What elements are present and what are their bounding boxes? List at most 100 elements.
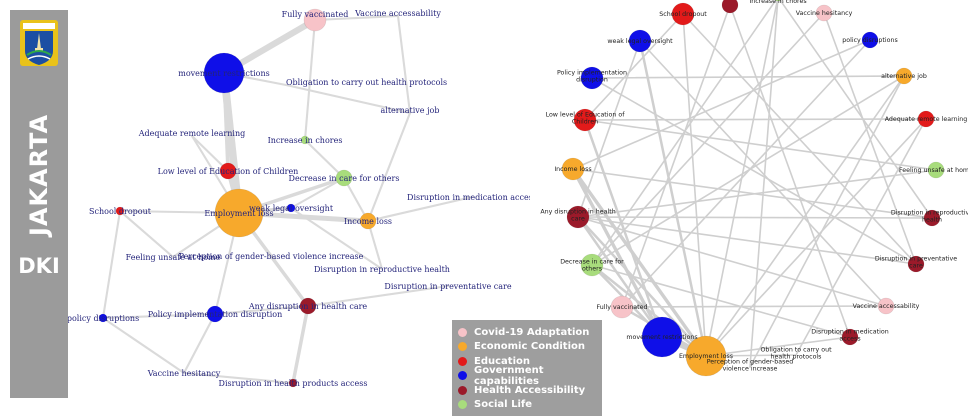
- legend-swatch-economic: [458, 342, 467, 352]
- edge-chores-gbv: [749, 0, 779, 368]
- edge-weak_oversight-disrupt_repro: [289, 206, 384, 271]
- node-label-vacc-access: Vaccine accessability: [354, 9, 441, 18]
- edge-decrease_care-weak_oversight: [289, 176, 346, 210]
- edge-income-disrupt_repro: [366, 219, 384, 271]
- jakarta-coat-of-arms-icon: [20, 20, 58, 66]
- legend-item-health: Health Accessibility: [452, 383, 602, 398]
- node-label-chores: Increase in chores: [749, 0, 806, 5]
- edge-vacc_access-alt_job: [396, 14, 412, 115]
- node-label-disrupt-prev: Disruption in preventative care: [384, 282, 511, 291]
- node-policy-impl: [580, 66, 604, 90]
- edge-policy_impl-disrupt_prev: [591, 77, 917, 265]
- legend-label: Education: [474, 355, 530, 367]
- node-low-edu: [219, 162, 237, 180]
- edge-chores-disrupt_repro: [779, 0, 933, 219]
- edge-low_edu-unsafe: [584, 119, 937, 171]
- node-chores: [300, 135, 310, 145]
- node-label-weak-oversight: weak legal oversight: [249, 204, 334, 213]
- edge-policy_disr-dropout: [101, 209, 122, 320]
- city-banner: JAKARTA DKI: [10, 10, 68, 398]
- edge-any_disr-gbv: [269, 254, 310, 308]
- edge-school_dropout-low_edu: [584, 13, 684, 121]
- node-disrupt-prod: [288, 378, 298, 388]
- edge-decrease_care-disrupt_med: [591, 264, 851, 338]
- node-dropout: [115, 206, 125, 216]
- node-movement: [203, 52, 245, 94]
- node-disrupt-med: [841, 328, 859, 346]
- edge-hesitancy-disrupt_prod: [182, 371, 295, 385]
- edge-movement-low_edu: [583, 118, 664, 339]
- legend-swatch-health: [458, 385, 467, 395]
- node-label-disrupt-med: Disruption in medication access: [407, 193, 530, 202]
- node-unsafe: [927, 161, 945, 179]
- edge-policy_disr-income: [572, 39, 871, 170]
- node-weak-oversight: [628, 29, 652, 53]
- node-chores: [774, 0, 782, 2]
- node-label-movement: movement restrictions: [626, 334, 697, 341]
- legend-label: Economic Condition: [474, 341, 585, 353]
- node-label-employment: Employment loss: [204, 209, 273, 218]
- edge-fully_vacc-vacc_access: [621, 305, 887, 308]
- edge-any_disr-disrupt_prev: [577, 216, 917, 265]
- node-vacc-access: [877, 297, 895, 315]
- edge-employment-income: [571, 167, 708, 358]
- legend-item-education: Education: [452, 354, 602, 369]
- node-income: [359, 212, 377, 230]
- node-label-low-edu: Low level of Education of Children: [158, 167, 299, 176]
- node-label-income: Income loss: [344, 217, 392, 226]
- node-label-disrupt-repro: Disruption in reproductive health: [314, 265, 450, 274]
- node-label-chores: Increase in chores: [268, 136, 343, 145]
- edge-decrease_care-income: [342, 176, 370, 223]
- edge-top_health-disrupt_med: [729, 4, 851, 338]
- legend-swatch-covid: [458, 327, 467, 337]
- node-label-policy-disr: policy disruptions: [68, 314, 139, 323]
- edge-employment-decrease_care: [590, 263, 708, 358]
- edge-any_disr-disrupt_prod: [291, 304, 310, 385]
- edge-hesitancy-disrupt_prev: [823, 12, 917, 265]
- edge-weak_oversight-vacc_access: [639, 40, 887, 307]
- node-label-vacc-access: Vaccine accessability: [853, 303, 920, 310]
- node-label-fully-vacc: Fully vaccinated: [597, 304, 648, 311]
- node-label-remote: Adequate remote learning: [138, 129, 246, 138]
- node-label-dropout: School dropout: [89, 207, 152, 216]
- edge-employment-disrupt_med: [705, 336, 851, 357]
- edge-employment-weak_oversight: [638, 39, 708, 358]
- node-weak-oversight: [286, 203, 296, 213]
- node-any-disr: [299, 297, 317, 315]
- edge-low_edu-remote: [190, 134, 230, 173]
- edge-employment-alt_job: [705, 75, 905, 357]
- node-label-weak-oversight: weak legal oversight: [607, 38, 673, 45]
- node-hesitancy: [815, 4, 833, 22]
- edge-remote-obligation: [795, 118, 927, 356]
- node-label-hesitancy: Vaccine hesitancy: [147, 369, 221, 378]
- edge-income-alt_job: [366, 111, 412, 223]
- edge-any_disr-policy_impl: [213, 304, 310, 316]
- edge-weak_oversight-any_disr: [577, 40, 641, 218]
- node-label-disrupt-prod: Disruption in health products access: [219, 379, 368, 388]
- edge-income-disrupt_med: [366, 195, 474, 223]
- node-alt-job: [895, 67, 913, 85]
- legend-label: Health Accessibility: [474, 384, 586, 396]
- node-policy-disr: [861, 31, 879, 49]
- node-disrupt-repro: [923, 209, 941, 227]
- node-label-employment: Employment loss: [679, 353, 733, 360]
- edge-any_disr-vacc_access: [577, 216, 887, 307]
- legend-label: Covid-19 Adaptation: [474, 326, 590, 338]
- node-label-obligation: Obligation to carry out health protocols: [286, 78, 447, 87]
- edge-movement-any_disr: [576, 215, 664, 339]
- node-label-alt-job: alternative job: [881, 73, 927, 80]
- legend-swatch-education: [458, 356, 467, 366]
- edge-employment-chores: [705, 0, 779, 357]
- edge-dropout-unsafe: [118, 209, 175, 259]
- edge-alt_job-gbv: [749, 75, 905, 368]
- legend-item-covid: Covid-19 Adaptation: [452, 325, 602, 340]
- node-income: [561, 157, 585, 181]
- node-disrupt-prev: [907, 255, 925, 273]
